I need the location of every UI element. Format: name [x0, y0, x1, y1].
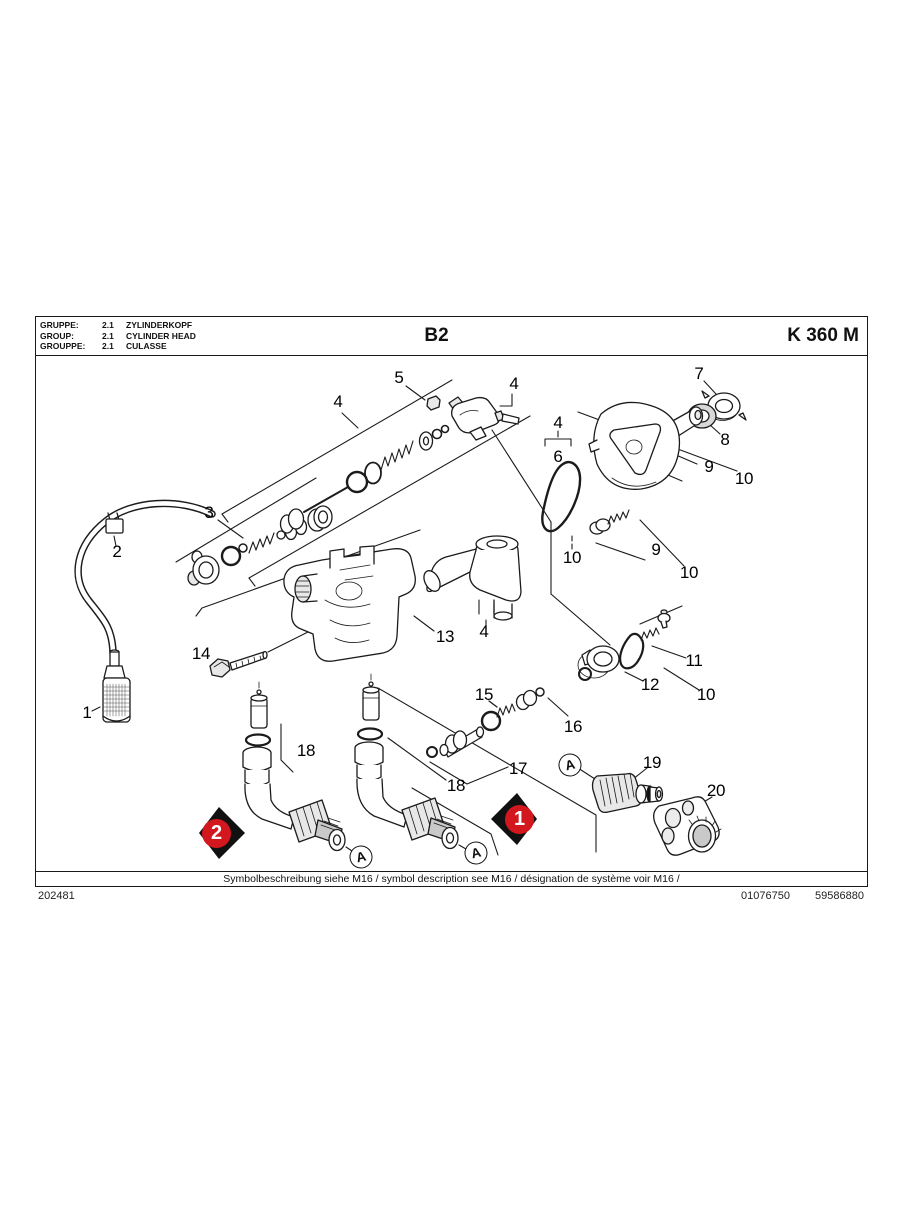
sheet-code: B2 [424, 325, 449, 346]
page-numbers: 202481 01076750 59586880 [38, 890, 864, 902]
symbol-note: Symbolbeschreibung siehe M16 / symbol de… [36, 871, 867, 886]
model-name: K 360 M [787, 325, 859, 346]
group-label: GROUP: [40, 330, 74, 341]
group-code: 2.1 [102, 320, 114, 330]
group-code: 2.1 [102, 330, 114, 341]
group-label: GROUPPE: [40, 341, 86, 351]
group-value: CYLINDER HEAD [126, 330, 196, 341]
group-row-en: GROUP: 2.1 CYLINDER HEAD [40, 331, 196, 342]
doc-number: 202481 [38, 890, 75, 902]
ref-number: 01076750 [741, 890, 790, 902]
group-row-de: GRUPPE: 2.1 ZYLINDERKOPF [40, 320, 196, 331]
group-value: CULASSE [126, 341, 167, 351]
group-value: ZYLINDERKOPF [126, 320, 193, 330]
exploded-view-drawing [74, 379, 747, 856]
group-row-fr: GROUPPE: 2.1 CULASSE [40, 341, 196, 352]
group-code: 2.1 [102, 341, 114, 351]
group-label: GRUPPE: [40, 320, 79, 330]
ref-number: 59586880 [815, 890, 864, 902]
ref-numbers: 01076750 59586880 [719, 890, 864, 902]
